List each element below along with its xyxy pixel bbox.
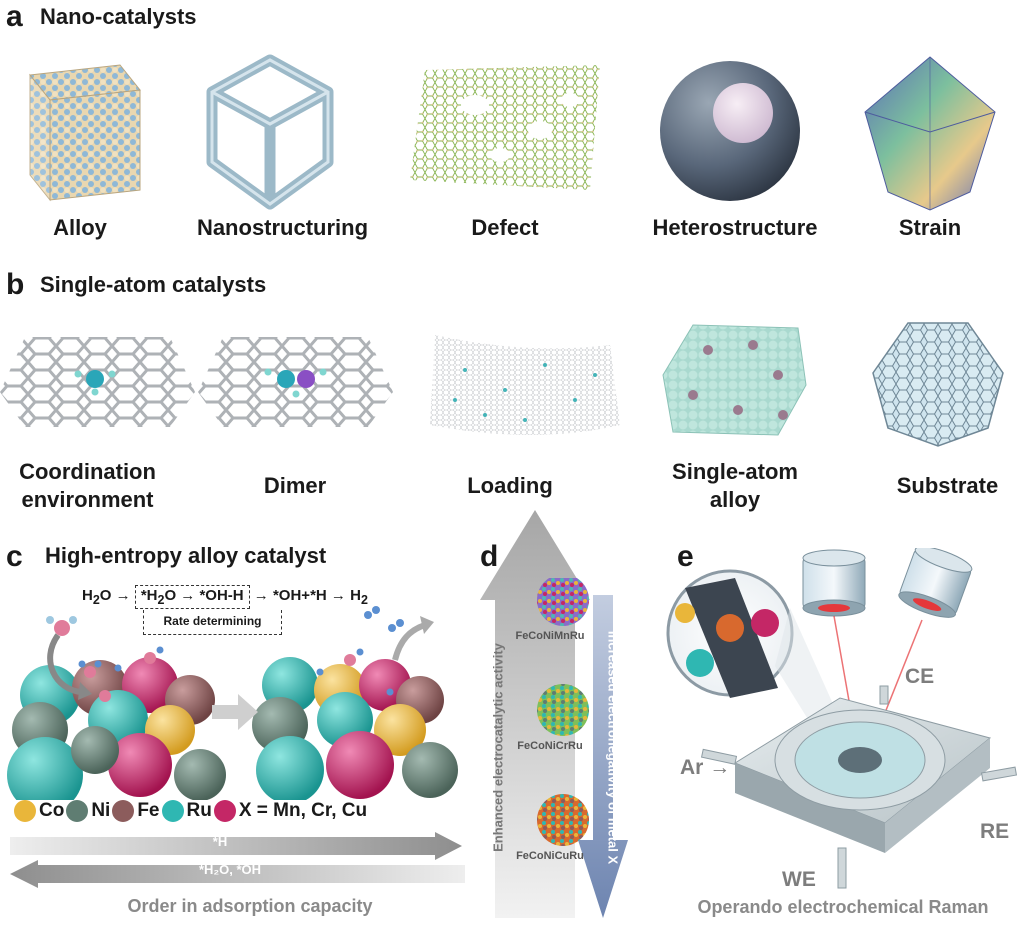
we-label: WE (782, 868, 816, 891)
label-strain: Strain (898, 215, 962, 240)
reaction-arrow: → (115, 587, 131, 604)
loading-sheet-illustration (430, 335, 620, 435)
activity-arrow-label: Enhanced electrocatalytic activity (490, 643, 506, 852)
re-port (980, 766, 1018, 782)
raman-objective-left (802, 549, 866, 617)
label-loading: Loading (467, 473, 553, 498)
intermediate-oh-h: *OH+*H (272, 587, 327, 604)
hea-nanoparticles (537, 578, 589, 846)
ar-port (700, 748, 738, 765)
we-port (837, 847, 847, 889)
electronegativity-arrow-down (578, 595, 628, 918)
panel-c-title: High-entropy alloy catalyst (45, 543, 327, 568)
element-legend: Co Ni Fe Ru X = Mn, Cr, Cu (14, 800, 367, 822)
ce-label: CE (905, 665, 935, 688)
rate-determining-label: Rate determining (143, 610, 282, 635)
dimer-graphene-illustration (198, 337, 393, 427)
electrode-zoom-bubble (666, 569, 794, 698)
panel-e-letter: e (677, 540, 694, 573)
panel-a-title: Nano-catalysts (40, 4, 197, 29)
label-substrate: Substrate (896, 473, 999, 498)
arrow-h2o-oh-label: *H₂O, *OH (198, 862, 262, 877)
legend-ru: Ru (161, 800, 212, 822)
electronegativity-arrow-label: Increased electronegativity of metal X (605, 630, 621, 865)
legend-fe: Fe (112, 800, 160, 822)
legend-ni: Ni (66, 800, 110, 822)
alloy-label-mn: FeCoNiMnRu (515, 630, 585, 642)
panel-c-letter: c (6, 540, 23, 573)
hea-surface-illustration (7, 606, 458, 800)
label-dimer: Dimer (263, 473, 327, 498)
heterostructure-illustration (660, 61, 800, 201)
alloy-label-cr: FeCoNiCrRu (517, 740, 583, 752)
panel-b-letter: b (6, 268, 25, 301)
reactant-water: H2O (82, 587, 112, 607)
re-label: RE (980, 820, 1010, 843)
arrow-h-right (10, 832, 462, 860)
arrow-h2o-oh-left (10, 860, 465, 888)
legend-co: Co (14, 800, 64, 822)
defect-sheet-illustration (410, 65, 600, 190)
panel-a-letter: a (6, 0, 23, 33)
nanoparticle-mn (537, 578, 589, 626)
reaction-arrow: → (330, 587, 346, 604)
raman-objective-right (898, 548, 973, 618)
ce-port (879, 685, 889, 705)
alloy-cube-illustration (29, 64, 141, 202)
arrow-h-label: *H (212, 834, 228, 849)
legend-x: X = Mn, Cr, Cu (213, 800, 367, 822)
product-hydrogen: H2 (350, 587, 368, 607)
label-single-atom-alloy: Single-atom alloy (672, 459, 798, 512)
label-coordination-environment: Coordination environment (19, 459, 156, 512)
ar-label: Ar → (680, 756, 731, 779)
adsorption-arrows (10, 832, 465, 888)
alloy-label-cu: FeCoNiCuRu (516, 850, 584, 862)
reaction-equation: H2O → *H2O → *OH-H → *OH+*H → H2 (82, 585, 368, 609)
nanoparticle-cr (537, 684, 589, 736)
label-heterostructure: Heterostructure (652, 215, 818, 240)
coordination-graphene-illustration (0, 337, 195, 427)
raman-caption: Operando electrochemical Raman (697, 897, 989, 917)
nanoframe-illustration (206, 54, 334, 210)
strain-octahedron-illustration (864, 56, 996, 211)
reaction-arrow: → (253, 587, 269, 604)
raman-cell-illustration (666, 548, 1018, 889)
nanoparticle-cu (537, 794, 589, 846)
label-nanostructuring: Nanostructuring (196, 215, 369, 240)
panel-d-letter: d (480, 540, 499, 573)
adsorbed-water: *H2O → *OH-H (134, 585, 250, 609)
substrate-illustration (872, 322, 1004, 447)
label-alloy: Alloy (53, 215, 107, 240)
panel-b-title: Single-atom catalysts (40, 272, 267, 297)
label-defect: Defect (471, 215, 539, 240)
adsorption-order-label: Order in adsorption capacity (127, 896, 373, 916)
single-atom-alloy-illustration (662, 324, 807, 436)
